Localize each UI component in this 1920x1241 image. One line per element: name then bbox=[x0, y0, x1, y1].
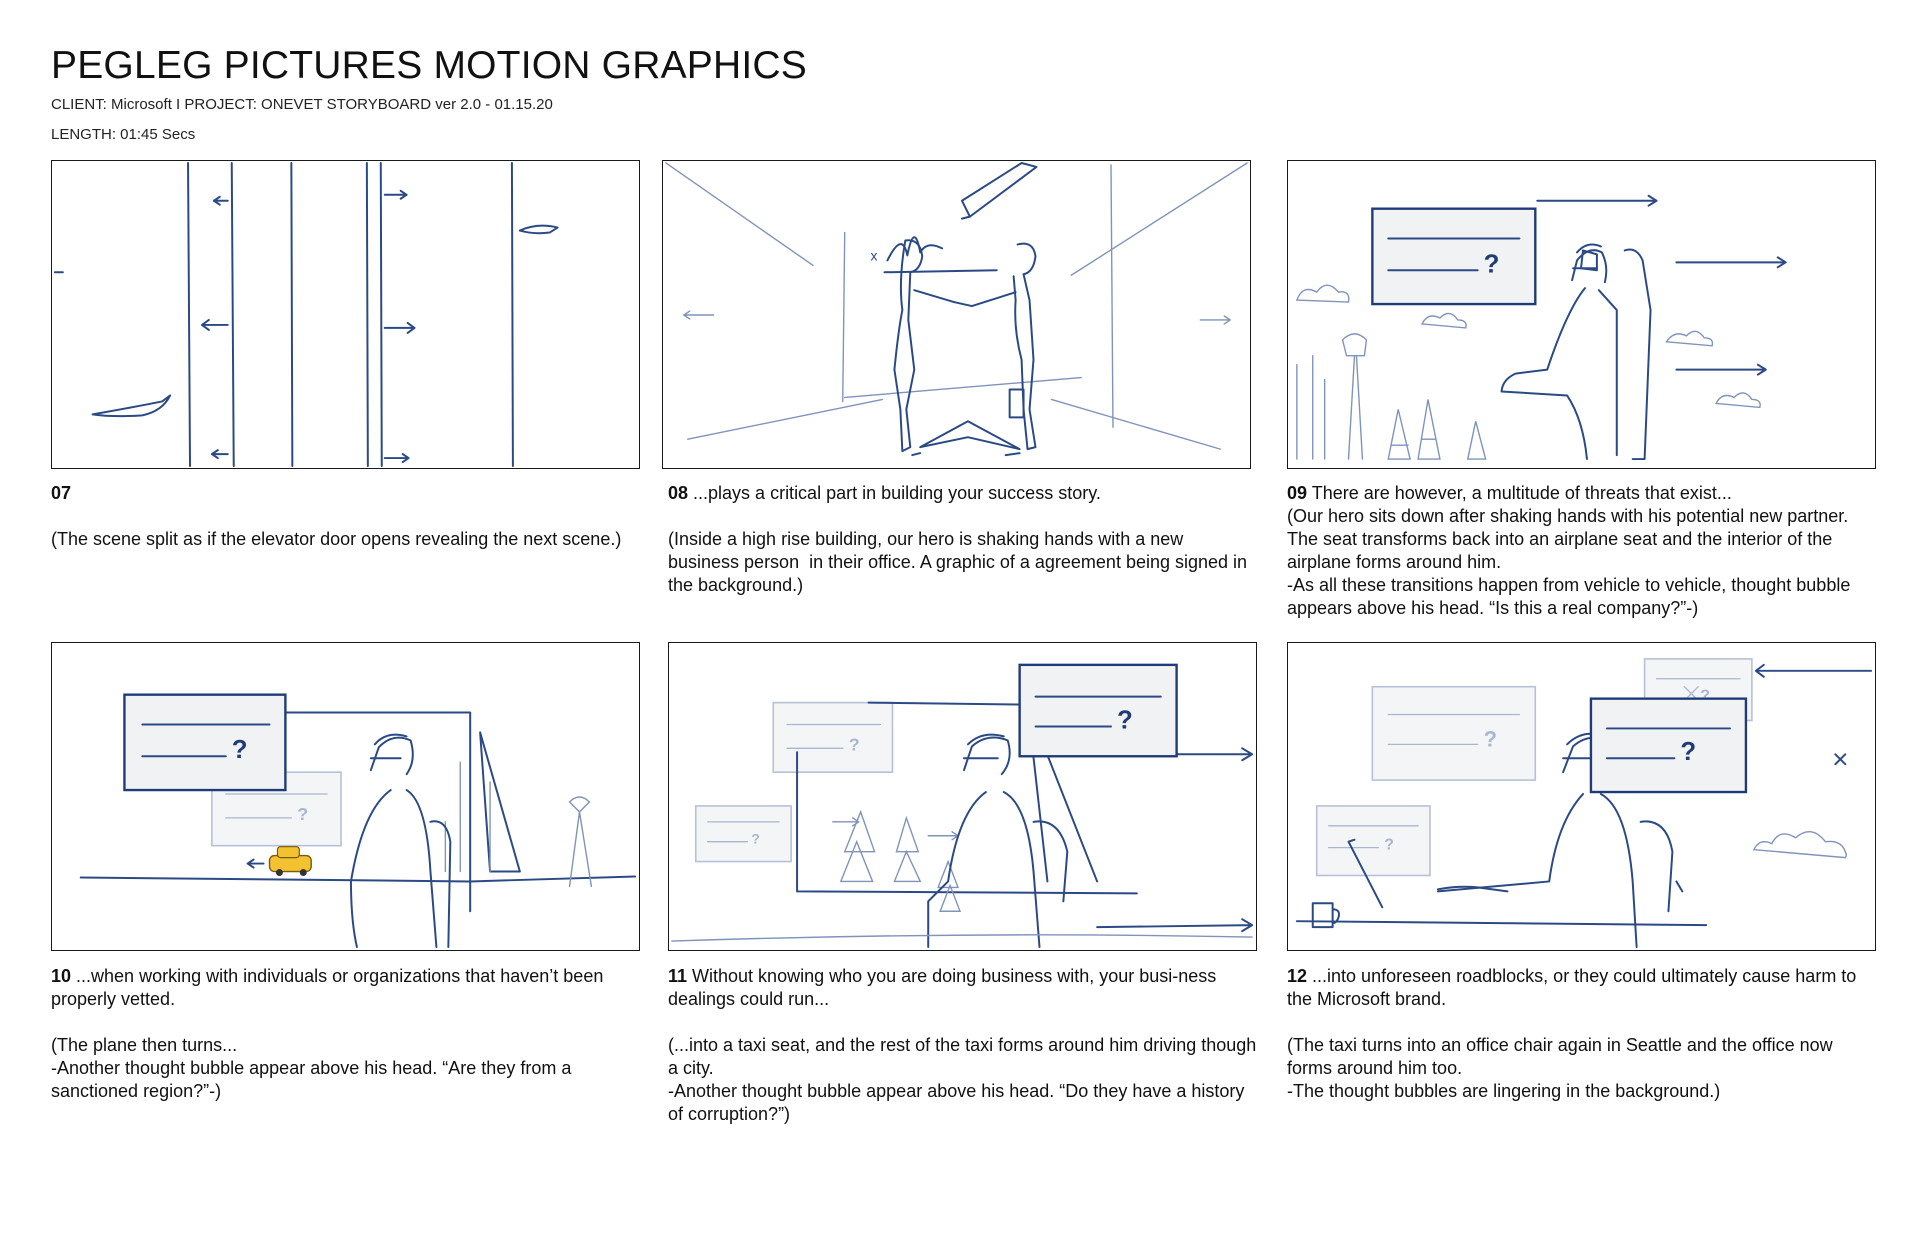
panel-description: (The plane then turns... -Another though… bbox=[51, 1035, 572, 1101]
panel-voiceover: ...into unforeseen roadblocks, or they c… bbox=[1287, 966, 1862, 1009]
panel-description: (The scene split as if the elevator door… bbox=[51, 529, 622, 549]
panel-number: 09 bbox=[1287, 483, 1308, 503]
panel-voiceover: ...when working with individuals or orga… bbox=[51, 966, 609, 1009]
panel-10-frame: ? ? bbox=[51, 642, 640, 951]
panel-voiceover: Without knowing who you are doing busine… bbox=[668, 966, 1222, 1009]
panel-11-frame: ? ? ? bbox=[668, 642, 1257, 951]
panel-description: (...into a taxi seat, and the rest of th… bbox=[668, 1035, 1257, 1124]
panel-12-caption: 12 ...into unforeseen roadblocks, or the… bbox=[1287, 965, 1877, 1103]
panel-12-sketch: ? ? ? ? bbox=[1295, 658, 1873, 949]
thought-bubble-question-mark: ? bbox=[1117, 706, 1133, 734]
panel-12-frame: ? ? ? ? bbox=[1287, 642, 1876, 951]
length-info: LENGTH: 01:45 Secs bbox=[51, 126, 196, 143]
panel-08-sketch: x bbox=[665, 161, 1248, 457]
faint-bubble-small-question-mark: ? bbox=[751, 831, 760, 847]
panel-11-caption: 11 Without knowing who you are doing bus… bbox=[668, 965, 1258, 1126]
panel-number: 10 bbox=[51, 966, 72, 986]
panel-11-sketch: ? ? ? bbox=[671, 663, 1254, 949]
panel-description: (Inside a high rise building, our hero i… bbox=[668, 529, 1253, 595]
panel-08-frame: x bbox=[662, 160, 1251, 469]
thought-bubble-question-mark: ? bbox=[1680, 738, 1696, 766]
panel-09-sketch: ? bbox=[1295, 194, 1787, 461]
page-title: PEGLEG PICTURES MOTION GRAPHICS bbox=[51, 44, 807, 87]
panel-08-caption: 08 ...plays a critical part in building … bbox=[668, 482, 1258, 597]
thought-bubble-question-mark: ? bbox=[1484, 250, 1500, 278]
project-info: CLIENT: Microsoft I PROJECT: ONEVET STOR… bbox=[51, 96, 553, 113]
panel-10-sketch: ? ? bbox=[79, 693, 637, 949]
panel-description: (Our hero sits down after shaking hands … bbox=[1287, 506, 1851, 618]
panel-07-sketch bbox=[53, 161, 559, 468]
panel-number: 07 bbox=[51, 483, 72, 503]
panel-number: 11 bbox=[668, 966, 688, 986]
faint-bubble-question-mark: ? bbox=[849, 734, 860, 754]
faint-bubble-small-question-mark: ? bbox=[1384, 837, 1394, 854]
panel-07-frame bbox=[51, 160, 640, 469]
panel-09-caption: 09 There are however, a multitude of thr… bbox=[1287, 482, 1877, 620]
panel-07-caption: 07 (The scene split as if the elevator d… bbox=[51, 482, 641, 551]
panel-number: 12 bbox=[1287, 966, 1308, 986]
sign-x-mark: x bbox=[871, 247, 878, 263]
thought-bubble-question-mark: ? bbox=[232, 736, 248, 764]
faint-bubble-question-mark: ? bbox=[1484, 726, 1497, 751]
faint-bubble-question-mark: ? bbox=[297, 804, 308, 824]
panel-voiceover: ...plays a critical part in building you… bbox=[688, 483, 1101, 503]
faint-bubble-small-question-mark: ? bbox=[1700, 688, 1710, 705]
panel-number: 08 bbox=[668, 483, 689, 503]
panel-description: (The taxi turns into an office chair aga… bbox=[1287, 1035, 1833, 1101]
panel-voiceover: There are however, a multitude of threat… bbox=[1307, 483, 1732, 503]
panel-09-frame: ? bbox=[1287, 160, 1876, 469]
panel-10-caption: 10 ...when working with individuals or o… bbox=[51, 965, 641, 1103]
